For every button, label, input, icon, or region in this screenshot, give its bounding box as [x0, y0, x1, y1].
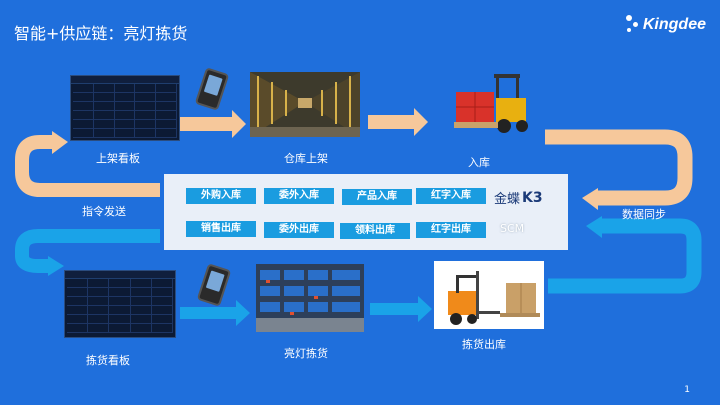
scm-system-panel: 外购入库 委外入库 产品入库 红字入库 销售出库 委外出库 领料出库 红字出库 … [164, 174, 568, 250]
light-picking-photo [256, 264, 364, 332]
shelving-board-screen [70, 75, 180, 141]
brand-mark: K3 [522, 189, 543, 206]
kingdee-logo-icon [624, 14, 640, 36]
outsource-outbound-button[interactable]: 委外出库 [264, 222, 334, 238]
warehouse-shelving-label: 仓库上架 [284, 152, 328, 165]
arrow-blue-left [15, 229, 160, 273]
logo-text: Kingdee [642, 16, 706, 33]
arrow-warehouse-to-inbound [368, 108, 428, 136]
data-sync-label: 数据同步 [622, 208, 666, 221]
arrow-board-to-light [180, 300, 250, 326]
scm-label: SCM [500, 222, 525, 235]
inbound-label: 入库 [468, 156, 490, 169]
page-title: 智能+供应链：亮灯拣货 [14, 24, 188, 43]
command-send-label: 指令发送 [82, 205, 126, 218]
product-inbound-button[interactable]: 产品入库 [342, 189, 412, 205]
outsource-inbound-button[interactable]: 委外入库 [264, 188, 334, 204]
purchase-inbound-button[interactable]: 外购入库 [186, 188, 256, 204]
warehouse-shelving-photo [250, 72, 360, 137]
forklift-pallet-icon [452, 68, 534, 140]
picking-outbound-label: 拣货出库 [462, 338, 506, 351]
picking-board-label: 拣货看板 [86, 354, 130, 367]
arrow-command-send [15, 135, 160, 197]
material-outbound-button[interactable]: 领料出库 [340, 223, 410, 239]
brand-text: 金蝶 [494, 192, 521, 207]
red-outbound-button[interactable]: 红字出库 [416, 222, 486, 238]
light-picking-label: 亮灯拣货 [284, 347, 328, 360]
arrow-board-to-warehouse [180, 110, 246, 138]
red-inbound-button[interactable]: 红字入库 [416, 188, 486, 204]
arrow-blue-right [548, 218, 702, 294]
kingdee-logo: Kingdee [624, 14, 706, 36]
sales-outbound-button[interactable]: 销售出库 [186, 221, 256, 237]
picking-board-screen [64, 270, 176, 338]
arrow-light-to-outbound [370, 296, 432, 322]
arrow-data-sync [545, 129, 693, 206]
shelving-board-label: 上架看板 [96, 152, 140, 165]
forklift-outbound-photo [434, 261, 544, 329]
kingdee-k3-brand: 金蝶 K3 [494, 188, 543, 208]
page-number: 1 [684, 385, 690, 395]
